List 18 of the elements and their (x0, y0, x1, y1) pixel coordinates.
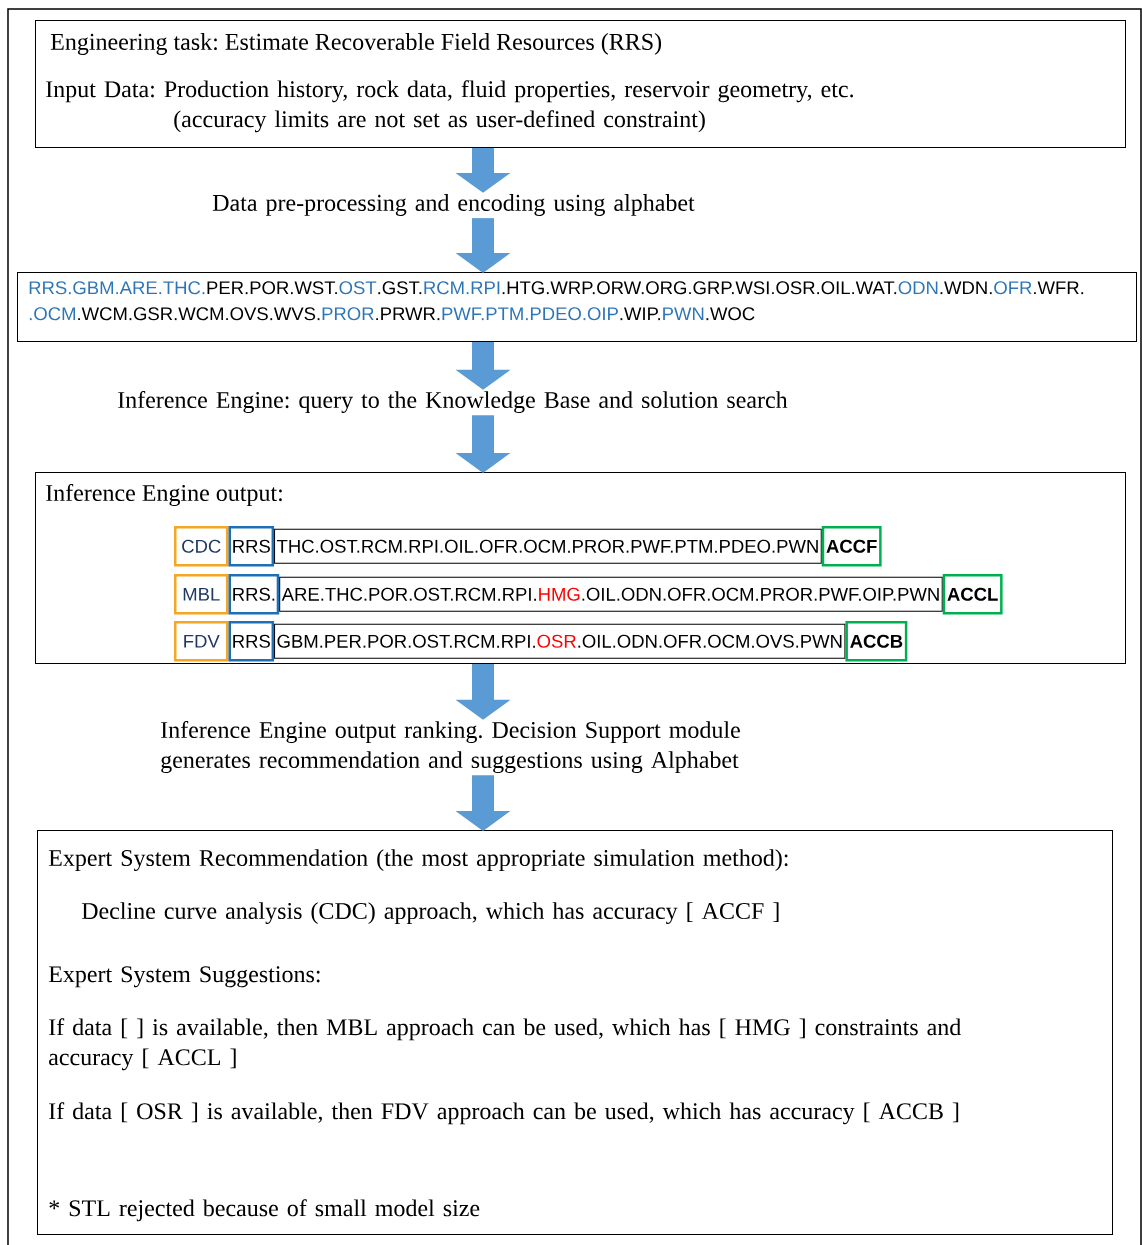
accuracy-box: ACCF (821, 526, 882, 567)
step-text: Data pre-processing and encoding using alphabet (212, 194, 695, 216)
result-box: RRS (228, 621, 275, 662)
task-box: Engineering task: Estimate Recoverable Field Resources (RRS) Input Data: Production history, rock data, fluid properties, reservoir geometry, etc. (accuracy limits are not set as user-defined constraint) (35, 20, 1126, 148)
accuracy-box: ACCL (942, 574, 1003, 615)
recommendation-box: Expert System Recommendation (the most appropriate simulation method): Decline curve analysis (CDC) approach, which has accuracy [ ACCF ] Expert System Suggestions: If data [ ] is available, then MBL approach can be used, which has [ HMG ] constraints and accuracy [ ACCL ] If data [ OSR ] is available, then FDV approach can be used, which has accuracy [ ACCB ] * STL rejected because of small model size (37, 830, 1113, 1235)
result-box: RRS (228, 526, 275, 567)
result-box: RRS. (228, 574, 280, 615)
code-chain-box: THC.OST.RCM.RPI.OIL.OFR.OCM.PROR.PWF.PTM.PDEO.PWN (274, 528, 822, 564)
code-chain-box: ARE.THC.POR.OST.RCM.RPI. HMG .OIL.ODN.OFR.OCM.PROR.PWF.OIP.PWN (279, 576, 943, 612)
method-box: CDC (174, 526, 229, 567)
step-text: Inference Engine: query to the Knowledge Base and solution search (118, 391, 788, 414)
encoded-data-box: RRS.GBM.ARE.THC. PER.POR.WST.OST.GST. RCM.RPI .HTG.WRP.ORW.ORG.GRP.WSI.OSR.OIL.WAT.ODN .WDN.OFR.WFR. .OCM .WCM.GSR.WCM.OVS.WVS. PROR.PRWR. PWF.PTM.PDEO.OIP.WIP. PWN .WOC (17, 272, 1137, 342)
step-text: Inference Engine output ranking. Decision Support module generates recommendation and suggestions using Alphabet (161, 721, 740, 774)
method-box: MBL (174, 574, 229, 615)
accuracy-box: ACCB (845, 621, 908, 662)
method-box: FDV (174, 621, 229, 662)
code-chain-box: GBM.PER.POR.OST.RCM.RPI.OSR.OIL.ODN.OFR.OCM.OVS.PWN (274, 623, 846, 659)
